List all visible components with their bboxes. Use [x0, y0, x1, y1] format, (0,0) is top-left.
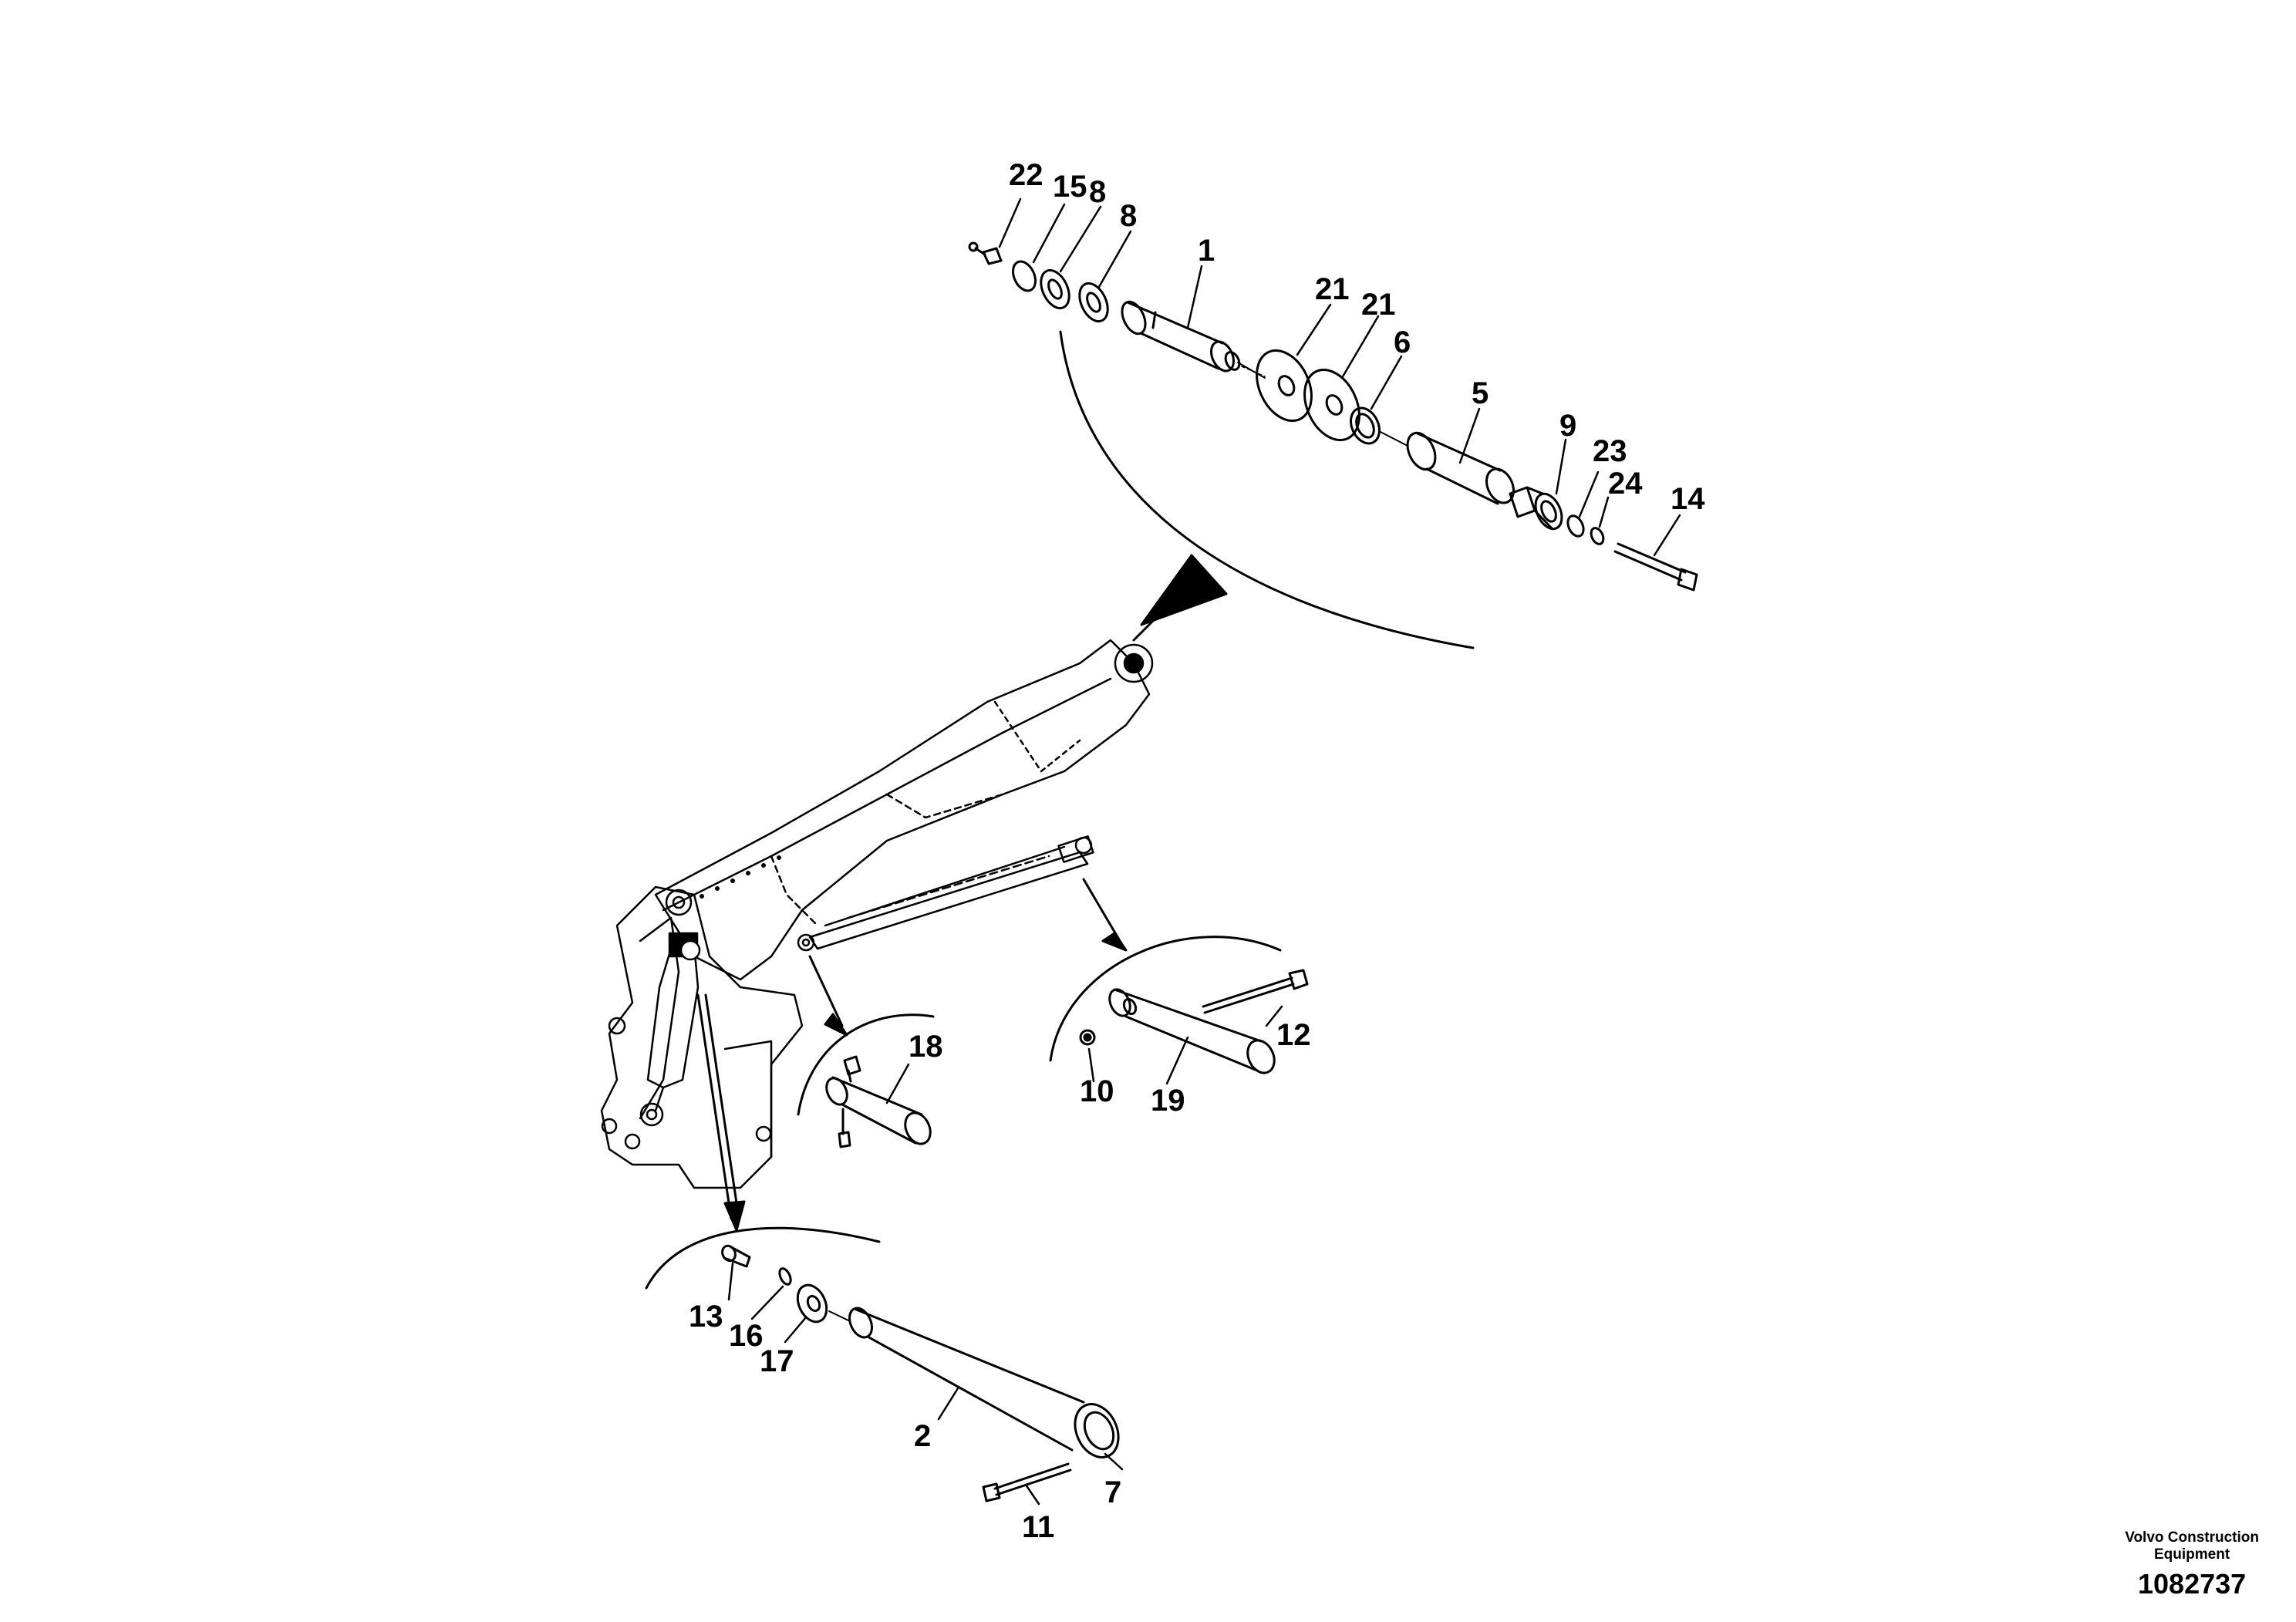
callout-17: 17 — [760, 1344, 794, 1378]
company-name-line2: Equipment — [2154, 1546, 2230, 1563]
plug-10 — [1079, 1029, 1096, 1046]
callout-23: 23 — [1593, 434, 1627, 468]
bolt-14 — [1613, 542, 1698, 592]
pin-19 — [1108, 988, 1276, 1074]
company-name-line1: Volvo Construction — [2125, 1529, 2259, 1546]
leader-lines — [727, 197, 1681, 1506]
callout-15: 15 — [1053, 170, 1087, 204]
callout-7: 7 — [1104, 1475, 1121, 1509]
callout-2: 2 — [914, 1419, 931, 1453]
bolt-12 — [1202, 969, 1309, 1014]
washer-24 — [1590, 527, 1605, 545]
boom-cylinder — [639, 932, 701, 1127]
callout-9: 9 — [1559, 409, 1576, 443]
callout-5: 5 — [1472, 376, 1489, 410]
callout-11: 11 — [1022, 1510, 1054, 1544]
cylinder-detail-parts — [1079, 969, 1309, 1074]
bushing-6 — [1350, 406, 1381, 445]
shim-8-b — [1078, 282, 1109, 323]
pin-2 — [848, 1307, 1085, 1452]
callout-21-b: 21 — [1361, 288, 1396, 322]
callout-16: 16 — [729, 1319, 764, 1353]
detail-arc-cylinder — [1049, 936, 1282, 1062]
washer-17 — [796, 1283, 828, 1324]
detail-arc-link — [797, 1013, 935, 1116]
document-footer: Volvo Construction Equipment 1082737 — [2125, 1529, 2259, 1600]
boom-assembly — [600, 639, 1154, 1189]
callout-12: 12 — [1276, 1018, 1311, 1052]
pin-18 — [825, 1055, 932, 1148]
ring-23 — [1566, 514, 1585, 538]
callout-10: 10 — [1080, 1074, 1114, 1108]
base-detail-parts — [721, 1244, 1120, 1502]
link-detail-parts — [825, 1055, 932, 1148]
callout-19: 19 — [1151, 1084, 1185, 1118]
callout-numbers: 22 15 8 8 1 21 21 6 5 9 23 24 14 12 10 1… — [689, 158, 1705, 1544]
callout-1: 1 — [1198, 234, 1215, 268]
boom-top-pivot — [1114, 643, 1154, 683]
snap-ring-15 — [1011, 260, 1037, 292]
callout-14: 14 — [1671, 482, 1705, 516]
shim-8-a — [1040, 268, 1070, 310]
link-detail-callout — [797, 955, 935, 1116]
callout-6: 6 — [1394, 325, 1411, 359]
callout-21-a: 21 — [1315, 272, 1350, 306]
bolt-11 — [982, 1462, 1072, 1502]
base-detail-callout — [645, 993, 881, 1290]
pin-1 — [1121, 300, 1241, 373]
washer-21-a — [1256, 349, 1313, 423]
grease-nipple-22 — [968, 241, 1003, 265]
callout-8-a: 8 — [1089, 175, 1106, 209]
arm-cylinder — [797, 835, 1094, 952]
detail-pointer-top — [1140, 554, 1228, 626]
callout-13: 13 — [689, 1300, 723, 1334]
callout-24: 24 — [1608, 467, 1643, 501]
sleeve-5 — [1406, 431, 1515, 505]
callout-18: 18 — [909, 1030, 943, 1064]
bearing-9 — [1509, 486, 1563, 531]
boom-rivets — [700, 855, 781, 899]
bushing-7 — [1074, 1403, 1120, 1458]
detail-arc-top — [1059, 330, 1475, 649]
detail-arc-base — [645, 1226, 881, 1290]
document-number: 1082737 — [2138, 1568, 2247, 1600]
ring-16 — [778, 1267, 792, 1286]
callout-8-b: 8 — [1120, 199, 1137, 233]
cylinder-detail-callout — [1049, 878, 1282, 1062]
callout-22: 22 — [1009, 158, 1043, 192]
grease-nipple-13 — [721, 1244, 751, 1268]
top-detail-callout — [1059, 330, 1475, 649]
washer-21-b — [1303, 368, 1360, 442]
top-detail-parts — [968, 241, 1698, 592]
